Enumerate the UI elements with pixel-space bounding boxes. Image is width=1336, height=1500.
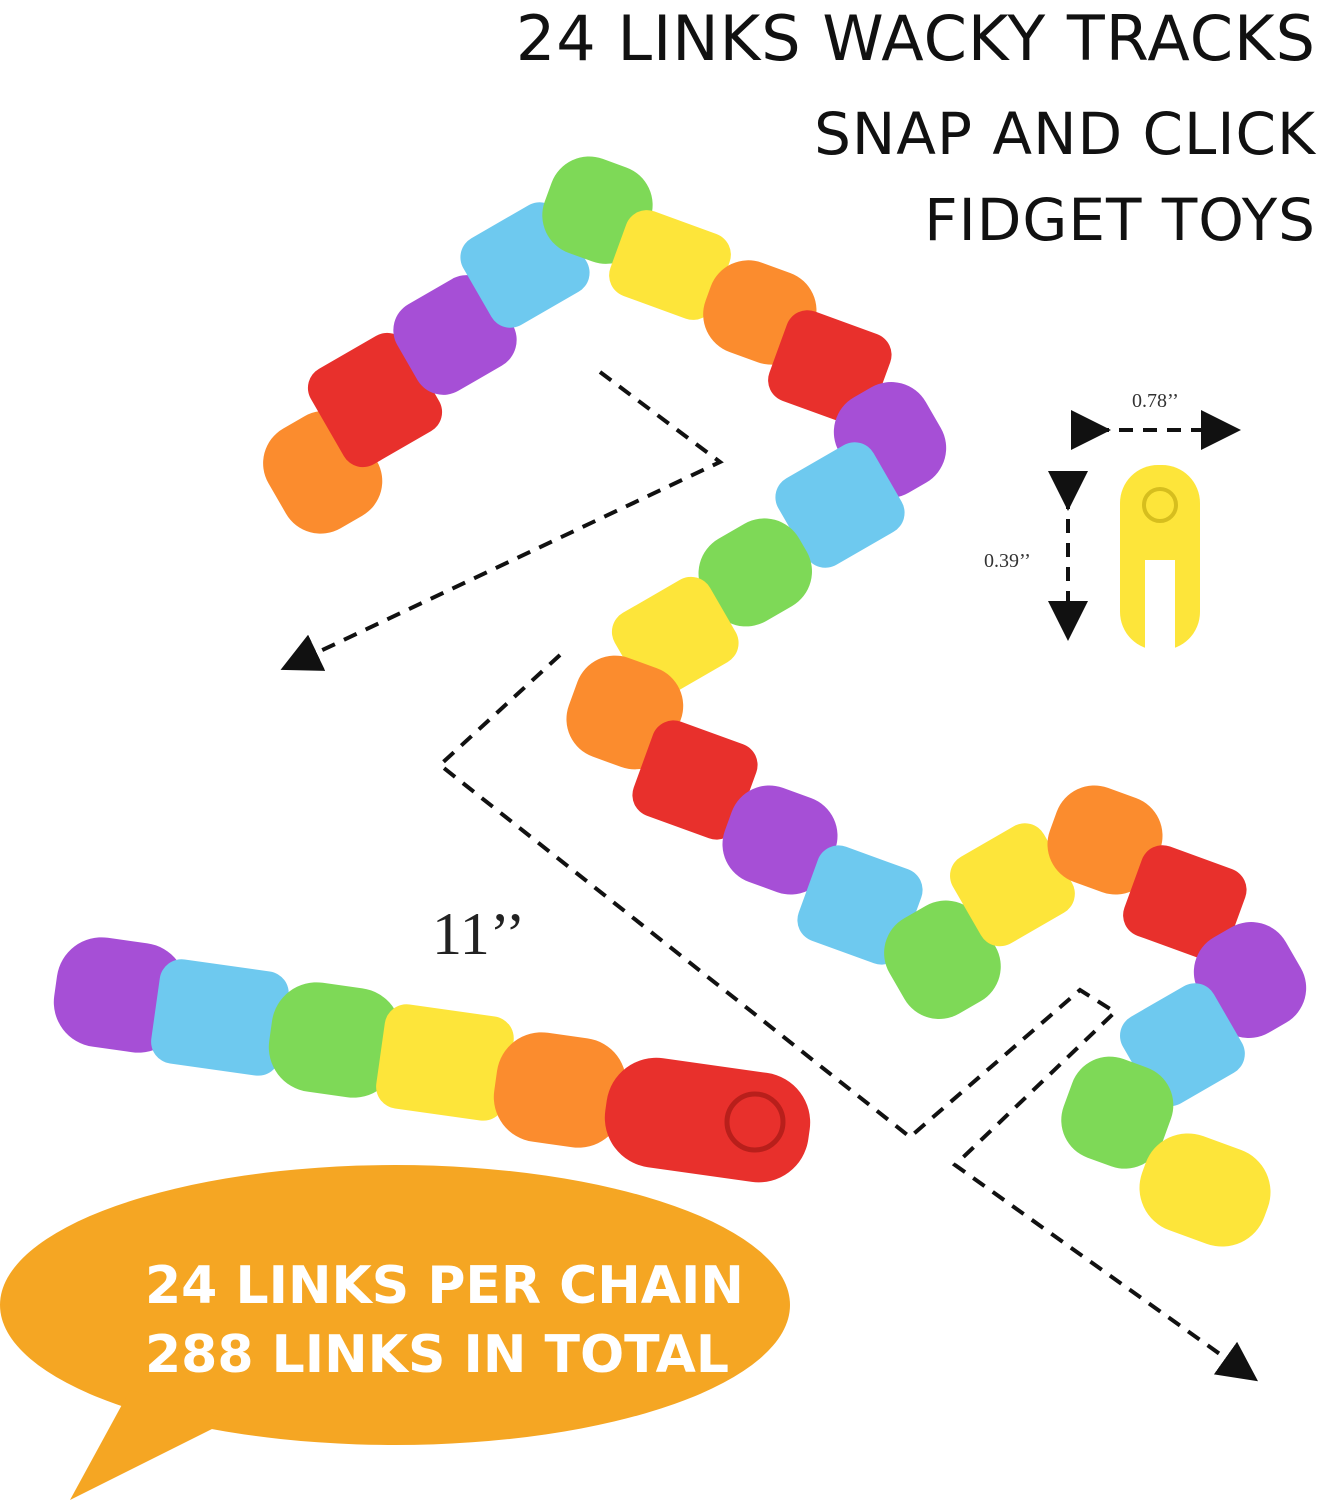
snake-chain-main bbox=[263, 156, 1307, 1247]
link-height-label: 0.39’’ bbox=[984, 550, 1031, 572]
link-width-label: 0.78’’ bbox=[1132, 390, 1179, 412]
chain-length-label: 11’’ bbox=[432, 901, 526, 967]
speech-bubble bbox=[0, 1165, 790, 1500]
bubble-line-1: 24 LINKS PER CHAIN bbox=[145, 1256, 744, 1316]
single-link bbox=[1120, 465, 1200, 650]
subtitle-line-2: FIDGET TOYS bbox=[924, 186, 1316, 254]
headline-title: 24 LINKS WACKY TRACKS bbox=[515, 2, 1316, 75]
snake-chain-straight bbox=[53, 937, 811, 1183]
bubble-line-2: 288 LINKS IN TOTAL bbox=[145, 1325, 729, 1385]
dashed-measure-line bbox=[280, 370, 1259, 1382]
subtitle-line-1: SNAP AND CLICK bbox=[814, 100, 1316, 168]
